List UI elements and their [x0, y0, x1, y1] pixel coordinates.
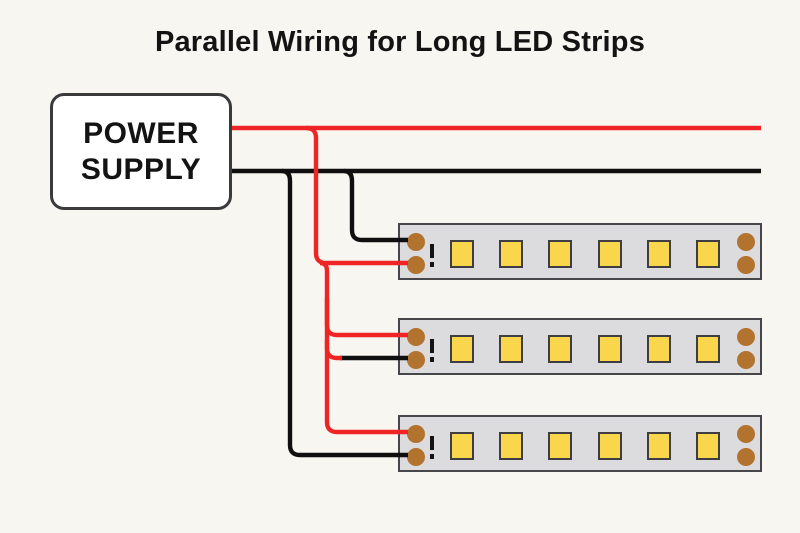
led-chip — [499, 240, 523, 268]
solder-pad-bottom-right — [737, 256, 755, 274]
power-supply-label-line1: POWER — [83, 116, 199, 150]
led-chip — [499, 335, 523, 363]
led-chip — [548, 432, 572, 460]
solder-pad-top-left — [407, 328, 425, 346]
led-chip — [647, 240, 671, 268]
led-chip — [696, 432, 720, 460]
solder-pad-top-left — [407, 233, 425, 251]
strip3-negative-wire — [281, 168, 408, 458]
strip2-junction-elbow — [324, 340, 342, 361]
led-chip — [647, 432, 671, 460]
led-strip-3 — [398, 415, 762, 472]
led-chip — [450, 335, 474, 363]
led-chip — [647, 335, 671, 363]
power-supply-box: POWER SUPPLY — [50, 93, 232, 210]
solder-pad-top-right — [737, 425, 755, 443]
solder-pad-bottom-left — [407, 448, 425, 466]
led-chip — [598, 240, 622, 268]
strip1-positive-wire — [305, 125, 408, 266]
solder-pad-bottom-right — [737, 448, 755, 466]
led-strip-1 — [398, 223, 762, 280]
led-chip — [450, 432, 474, 460]
polarity-mark-icon — [430, 436, 434, 450]
led-chip — [450, 240, 474, 268]
solder-pad-top-left — [407, 425, 425, 443]
strip2-positive-wire — [319, 260, 408, 338]
led-chip — [696, 335, 720, 363]
led-chip — [499, 432, 523, 460]
led-chip — [598, 335, 622, 363]
polarity-mark-icon — [430, 357, 434, 362]
diagram-title: Parallel Wiring for Long LED Strips — [154, 26, 646, 58]
solder-pad-top-right — [737, 233, 755, 251]
led-chip — [548, 335, 572, 363]
polarity-mark-icon — [430, 339, 434, 353]
led-strip-2 — [398, 318, 762, 375]
polarity-mark-icon — [430, 244, 434, 258]
led-chip — [696, 240, 720, 268]
strip3-positive-wire — [324, 298, 408, 435]
solder-pad-bottom-left — [407, 351, 425, 369]
polarity-mark-icon — [430, 262, 434, 267]
led-chip — [598, 432, 622, 460]
power-supply-label-line2: SUPPLY — [80, 152, 202, 186]
solder-pad-bottom-right — [737, 351, 755, 369]
led-chip — [548, 240, 572, 268]
polarity-mark-icon — [430, 454, 434, 459]
solder-pad-top-right — [737, 328, 755, 346]
solder-pad-bottom-left — [407, 256, 425, 274]
